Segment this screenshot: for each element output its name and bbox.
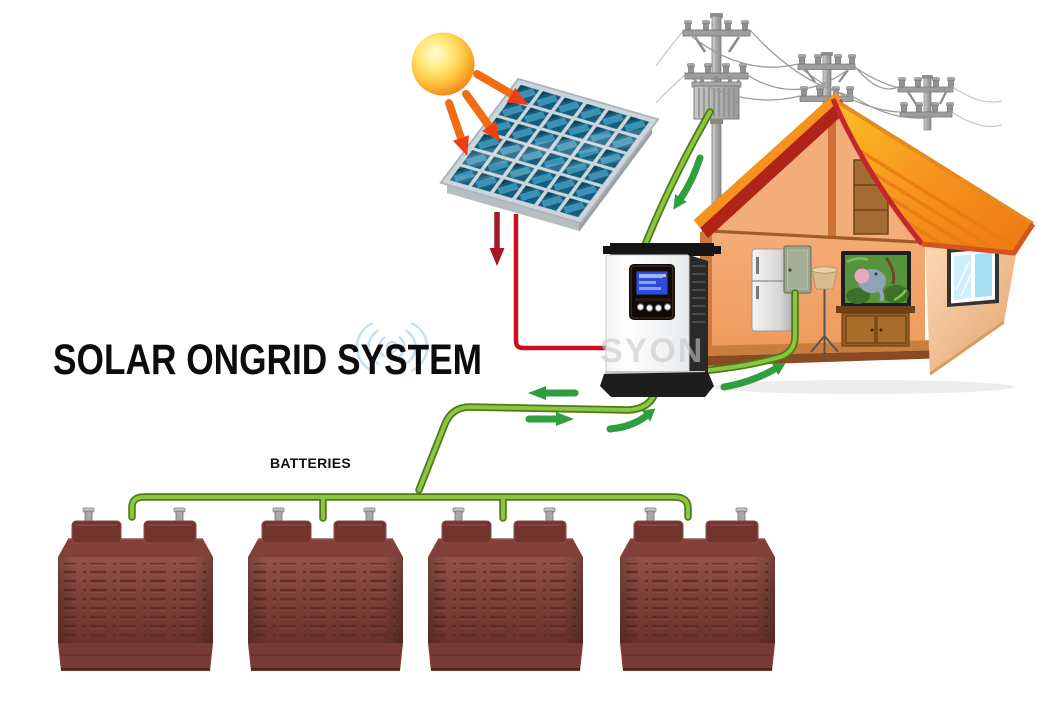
- sun-ray-arrow: [462, 90, 501, 142]
- sun-ray-arrow: [473, 70, 529, 106]
- sun-icon: [411, 32, 475, 96]
- power-lines: [655, 29, 1003, 128]
- sun-ray-arrow: [445, 99, 469, 156]
- breaker-panel: [783, 245, 812, 294]
- roof-left-edge: [694, 92, 848, 238]
- transformer: [691, 76, 742, 124]
- battery-1: [57, 507, 214, 672]
- tv-cabinet: [836, 306, 915, 347]
- window: [947, 245, 999, 307]
- battery-flow-right-arrow: [525, 412, 574, 426]
- watermark-text: SYON: [600, 332, 704, 370]
- utility-pole-3: [897, 75, 955, 131]
- watermark-logo: [355, 321, 429, 373]
- battery-2: [247, 507, 404, 672]
- floor-lamp: [810, 266, 839, 355]
- house-shadow: [710, 380, 1014, 394]
- battery-to-inverter-arrow: [606, 408, 656, 433]
- utility-poles: [655, 13, 1003, 209]
- inverter-to-house-arrow: [720, 362, 786, 391]
- dc-flow-arrow: [489, 212, 505, 266]
- sun-rays: [445, 70, 529, 156]
- dc-cable-red: [489, 212, 608, 351]
- page-title: SOLAR ONGRID SYSTEM: [53, 336, 483, 384]
- batteries-label: BATTERIES: [270, 455, 351, 471]
- battery-bank: [57, 507, 776, 672]
- battery-4: [619, 507, 776, 672]
- solar-panel: [439, 77, 660, 232]
- house: [694, 92, 1036, 394]
- battery-flow-left-arrow: [528, 386, 579, 400]
- grid-to-inverter-arrow: [673, 154, 704, 210]
- flow-arrows: [525, 154, 786, 433]
- battery-3: [427, 507, 584, 672]
- inverter: [600, 243, 721, 397]
- tv: [841, 251, 911, 307]
- utility-pole-1: [682, 13, 751, 209]
- inverter-display: [629, 264, 675, 320]
